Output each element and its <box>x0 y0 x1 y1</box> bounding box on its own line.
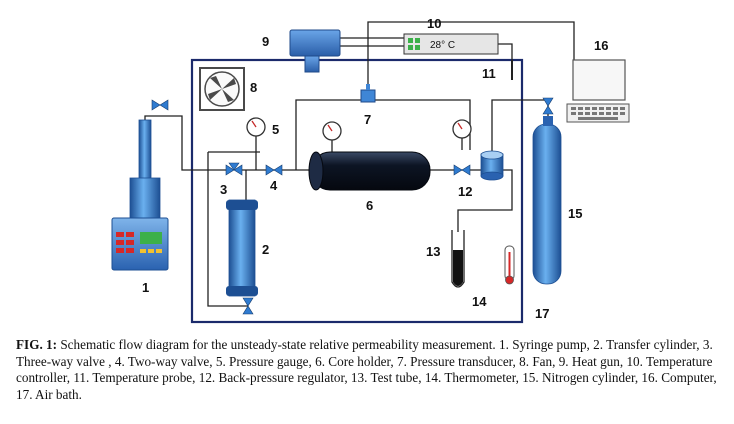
label-16: 16 <box>594 38 608 53</box>
label-4: 4 <box>270 178 278 193</box>
caption-fig-label: FIG. 1: <box>16 337 58 352</box>
valve-nitrogen <box>542 97 554 115</box>
label-12: 12 <box>458 184 472 199</box>
air-bath <box>190 58 524 324</box>
label-14: 14 <box>472 294 487 309</box>
pressure-gauge-bpr <box>452 119 472 150</box>
pressure-gauge-5 <box>246 117 266 137</box>
valve-pump <box>151 99 169 111</box>
pressure-transducer <box>360 84 376 103</box>
label-11: 11 <box>482 66 496 81</box>
test-tube <box>451 230 465 288</box>
label-15: 15 <box>568 206 582 221</box>
three-way-valve <box>225 162 243 176</box>
flow-diagram: 28° C <box>111 16 630 324</box>
computer <box>566 59 630 123</box>
label-13: 13 <box>426 244 440 259</box>
valve-transfer-bottom <box>242 297 254 315</box>
nitrogen-cylinder <box>532 116 562 285</box>
back-pressure-regulator <box>480 150 504 181</box>
label-1: 1 <box>142 280 149 295</box>
label-3: 3 <box>220 182 227 197</box>
valve-bpr-inlet <box>453 164 471 176</box>
syringe-pump <box>111 119 169 271</box>
two-way-valve <box>265 164 283 176</box>
controller-display: 28° C <box>430 40 455 51</box>
label-17: 17 <box>535 306 549 321</box>
core-holder <box>308 151 431 191</box>
temperature-controller: 28° C <box>403 33 499 55</box>
label-5: 5 <box>272 122 279 137</box>
label-2: 2 <box>262 242 269 257</box>
pressure-gauge-core <box>322 121 342 141</box>
thermometer <box>504 245 515 285</box>
fan <box>199 67 245 111</box>
label-6: 6 <box>366 198 373 213</box>
label-8: 8 <box>250 80 257 95</box>
heat-gun <box>289 29 341 73</box>
transfer-cylinder <box>226 199 258 297</box>
figure-caption: FIG. 1: Schematic flow diagram for the u… <box>16 337 722 403</box>
label-9: 9 <box>262 34 269 49</box>
label-10: 10 <box>427 16 441 31</box>
caption-text: Schematic flow diagram for the unsteady-… <box>16 337 717 402</box>
label-7: 7 <box>364 112 371 127</box>
